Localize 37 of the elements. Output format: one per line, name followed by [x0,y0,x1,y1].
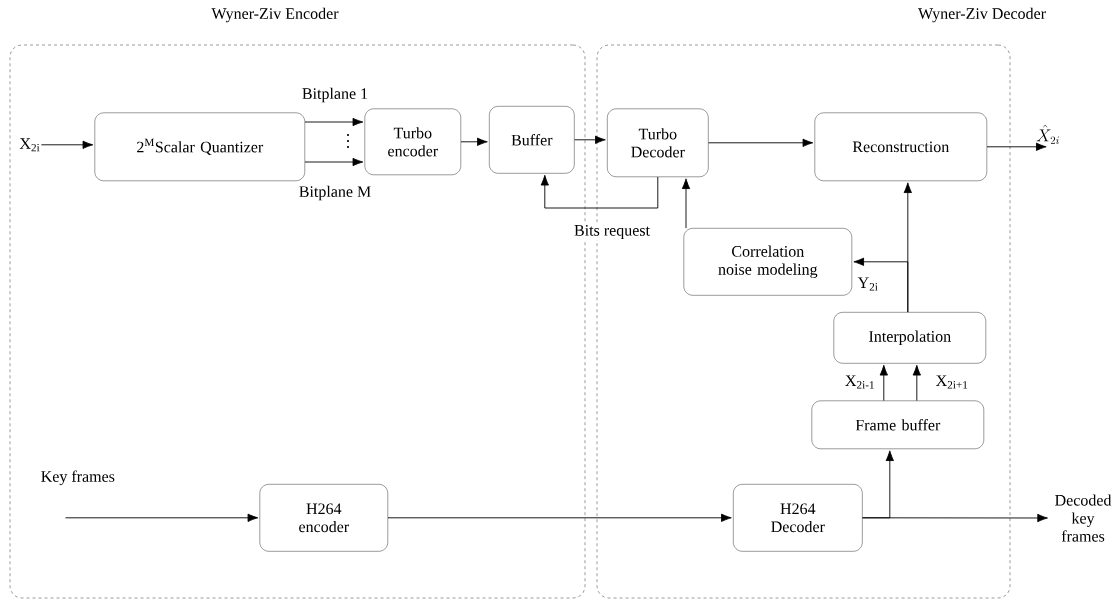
edge-label: X$_{2i-1}$ [843,374,877,390]
edge-label: Bits request [573,224,651,240]
process-box: Buffer [489,106,575,174]
process-box: Turbo Decoder [607,108,709,177]
arrow [574,135,606,144]
process-box: H264 encoder [259,484,388,552]
node-label: Wyner-Ziv Decoder [918,7,1046,23]
signal-label: Decoded key frames [1055,494,1112,542]
edge-label: Bitplane M [297,184,373,202]
arrow [912,364,921,402]
arrow [387,513,732,522]
arrow [879,364,888,402]
arrow [862,450,894,519]
process-box: Correlation noise modeling [683,228,852,296]
signal-label: X$_{2i}$ [19,138,40,152]
output-symbol: $\hat{X}_{2i}$ [1036,124,1059,144]
arrow [304,157,364,167]
process-box: Interpolation [833,312,986,364]
arrow [65,513,259,522]
arrow [460,137,488,146]
process-box: Frame buffer [811,400,984,449]
arrow [853,257,909,313]
arrow [681,178,691,229]
signal-label: Key frames [41,470,115,486]
arrow [986,142,1047,151]
edge-label: X$_{2i+1}$ [934,374,970,390]
process-box: Reconstruction [814,112,987,181]
arrow [40,140,94,149]
arrow [708,138,814,147]
process-box: H264 Decoder [733,484,863,552]
edge-label: Bitplane 1 [300,86,370,104]
edge-label: Y$_{2i}$ [856,276,880,292]
process-box: Turbo encoder [364,108,461,175]
arrow [540,174,659,209]
node-label: Wyner-Ziv Encoder [211,7,339,23]
process-box: 2$^{M}$Scalar Quantizer [94,112,305,181]
arrow [304,117,364,127]
